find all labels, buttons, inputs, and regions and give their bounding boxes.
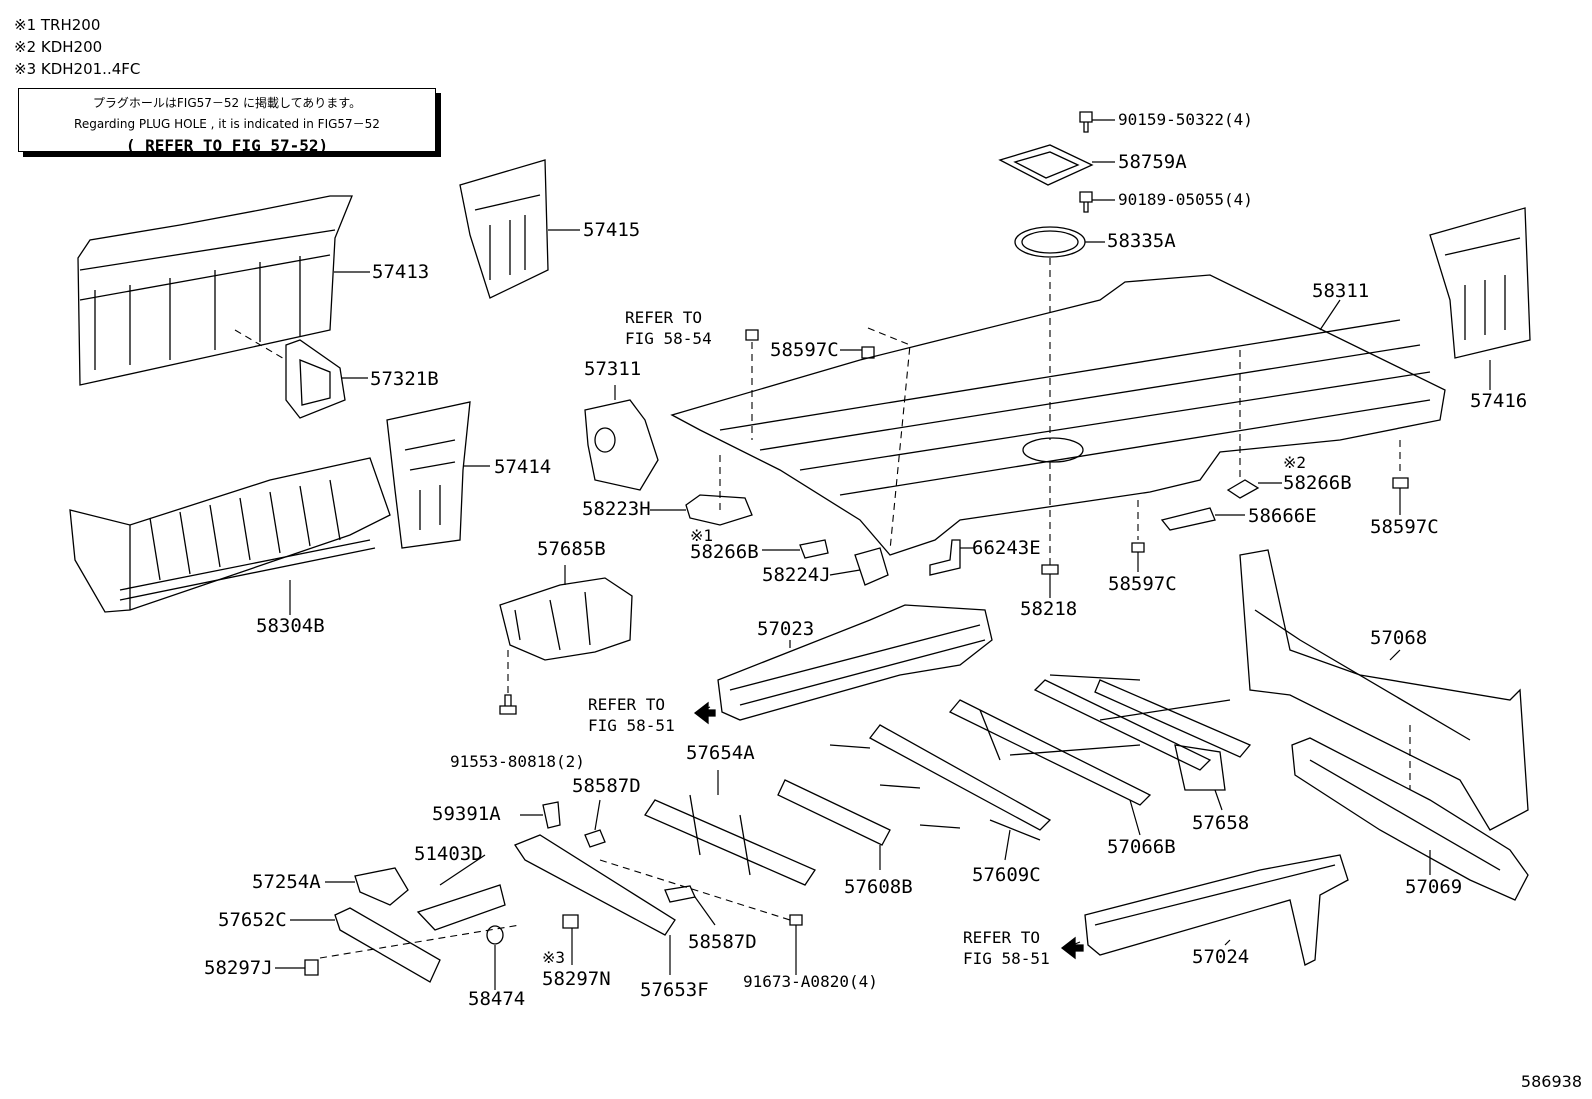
label-57414: 57414 [494,456,552,478]
label-58597C-2: 58597C [1370,516,1439,538]
reference-line-japanese: プラグホールはFIG57－52 に掲載してあります。 [92,96,362,110]
plug-hole-reference-box: プラグホールはFIG57－52 に掲載してあります。 Regarding PLU… [18,88,436,155]
part-57066B-drawing [948,674,1231,806]
label-58266B-1: 58266B [690,541,759,563]
label-58266B-2: 58266B [1283,472,1352,494]
label-91673-A0820: 91673-A0820(4) [743,972,878,991]
label-58297J: 58297J [204,957,273,979]
label-57254A: 57254A [252,871,321,893]
refer-58-54-line2: FIG 58-54 [625,329,712,348]
reference-line-figure: ( REFER TO FIG 57-52) [125,136,329,155]
bolt-91553-drawing [499,650,517,715]
part-57654A-drawing [644,794,816,886]
marker-3: ※3 [542,948,566,967]
refer-58-51-a-line2: FIG 58-51 [588,716,675,735]
part-57254A-drawing [354,867,409,906]
bolt-90189-drawing [1079,191,1093,213]
label-51403D: 51403D [414,843,483,865]
label-58474: 58474 [468,988,526,1010]
label-59391A: 59391A [432,803,501,825]
label-57685B: 57685B [537,538,606,560]
part-58759A-drawing [998,144,1094,186]
dashed-alignment-lines [234,258,1411,959]
label-58587D-2: 58587D [688,931,757,953]
label-57416: 57416 [1470,390,1528,412]
label-58311: 58311 [1312,280,1370,302]
part-57415-drawing [459,159,549,299]
part-57024-drawing [1084,854,1349,966]
label-58587D-1: 58587D [572,775,641,797]
marker-1: ※1 [690,526,714,545]
label-58335A: 58335A [1107,230,1176,252]
label-58218: 58218 [1020,598,1078,620]
part-51403D-drawing [416,884,506,931]
label-58666E: 58666E [1248,505,1317,527]
label-57658: 57658 [1192,812,1250,834]
part-57321B-drawing [285,339,346,419]
label-58759A: 58759A [1118,151,1187,173]
part-57413-drawing [77,195,353,386]
label-66243E: 66243E [972,537,1041,559]
label-57321B: 57321B [370,368,439,390]
small-fasteners-drawing [304,801,803,976]
label-57023: 57023 [757,618,815,640]
refer-58-51-a-line1: REFER TO [588,695,666,714]
label-90159-50322: 90159-50322(4) [1118,110,1253,129]
model-notes: ※1 TRH200 ※2 KDH200 ※3 KDH201..4FC [14,14,140,80]
part-58304B-drawing [69,457,391,613]
part-57023-drawing [717,604,993,721]
label-57068: 57068 [1370,627,1428,649]
bolt-90159-drawing [1079,111,1093,133]
label-58297N: 58297N [542,968,611,990]
label-57311: 57311 [584,358,642,380]
refer-58-51-b-line1: REFER TO [963,928,1041,947]
label-57069: 57069 [1405,876,1463,898]
refer-58-54-line1: REFER TO [625,308,703,327]
part-57414-drawing [386,401,471,549]
note-3: ※3 KDH201..4FC [14,60,141,78]
part-57609C-drawing [829,724,1052,841]
refer-58-51-b-line2: FIG 58-51 [963,949,1050,968]
label-57653F: 57653F [640,979,709,1001]
part-57416-drawing [1429,207,1531,359]
part-58311-drawing [670,274,1446,556]
refer-arrows [693,701,1084,960]
marker-2: ※2 [1283,453,1307,472]
part-57652C-drawing [334,907,441,983]
reference-line-english: Regarding PLUG HOLE , it is indicated in… [74,117,380,131]
clips-drawing [745,329,1409,586]
label-57652C: 57652C [218,909,287,931]
label-57654A: 57654A [686,742,755,764]
label-90189-05055: 90189-05055(4) [1118,190,1253,209]
label-57415: 57415 [583,219,641,241]
label-57608B: 57608B [844,876,913,898]
part-57685B-drawing [499,577,633,661]
label-91553-80818: 91553-80818(2) [450,752,585,771]
part-58335A-drawing [1014,226,1086,258]
label-58597C-3: 58597C [1108,573,1177,595]
label-57024: 57024 [1192,946,1250,968]
part-57658-drawing [1094,679,1252,791]
part-57069-drawing [1291,737,1529,901]
part-57311-drawing [584,399,659,491]
label-58597C-1: 58597C [770,339,839,361]
label-57413: 57413 [372,261,430,283]
label-57066B: 57066B [1107,836,1176,858]
label-58223H: 58223H [582,498,651,520]
label-58224J: 58224J [762,564,831,586]
label-57609C: 57609C [972,864,1041,886]
part-57653F-drawing [514,834,676,936]
label-58304B: 58304B [256,615,325,637]
figure-number: 586938 [1520,1072,1582,1091]
part-57068-drawing [1239,549,1529,831]
note-2: ※2 KDH200 [14,38,103,56]
part-58223H-drawing [685,494,753,526]
leader-lines [275,119,1491,990]
part-57608B-drawing [777,779,891,846]
note-1: ※1 TRH200 [14,16,101,34]
